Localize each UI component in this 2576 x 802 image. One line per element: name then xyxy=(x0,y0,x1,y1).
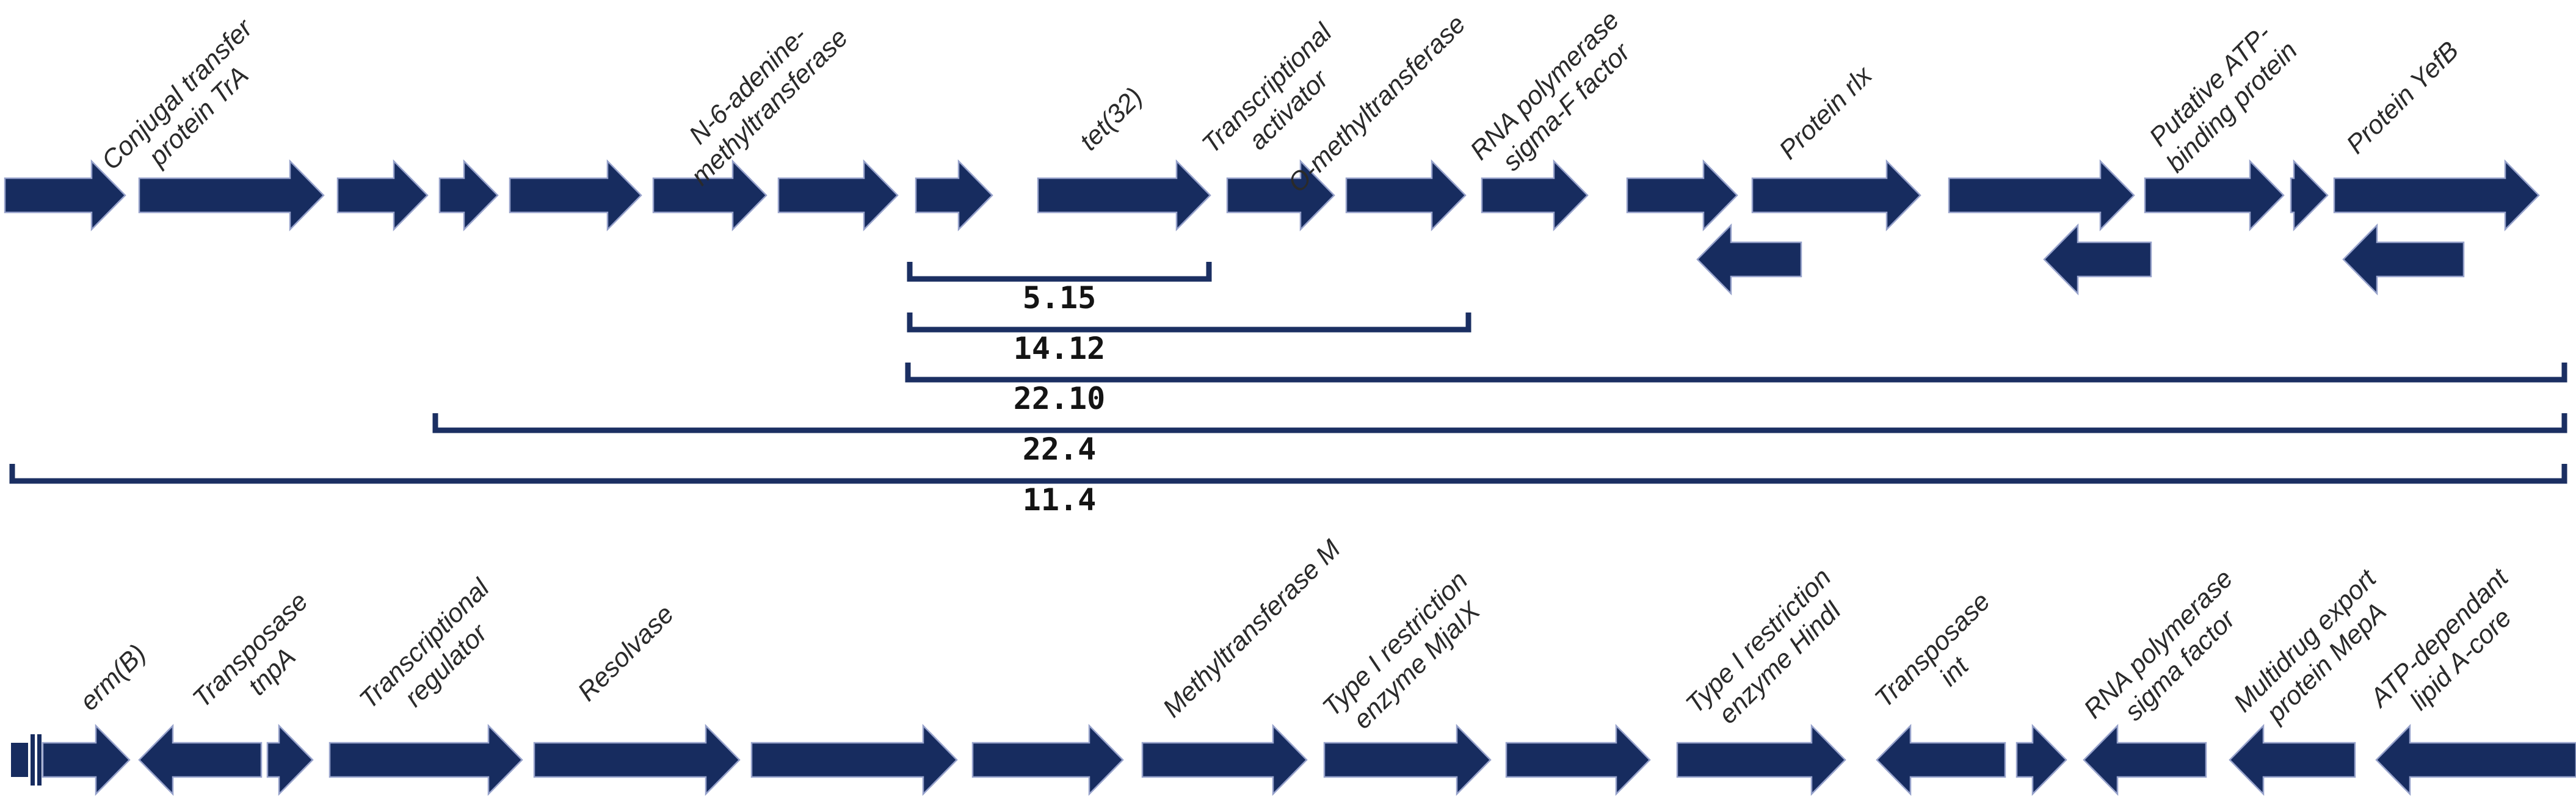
label-atp-dependant: ATP-dependantlipid A-core xyxy=(2364,562,2537,735)
label-conjugal-transfer-tra: Conjugal transferprotein TrA xyxy=(96,13,280,197)
gene-arrow-orf-15 xyxy=(1948,159,2135,232)
gene-arrow-tet-32 xyxy=(1037,159,1211,232)
gene-arrow-orf-b6 xyxy=(750,723,958,797)
label-transposase-tnpa: TransposasetnpA xyxy=(187,587,335,735)
gene-arrow-transposase-int xyxy=(1876,723,2006,797)
label-protein-rlx-text: Protein rlx xyxy=(1774,60,1879,165)
label-atp-dependant-text: ATP-dependantlipid A-core xyxy=(2364,562,2537,735)
gene-arrow-resolvase xyxy=(533,723,741,797)
gene-arrow-transposase-tnpa xyxy=(138,723,263,797)
label-putative-atp-binding-text: Putative ATP-binding protein xyxy=(2139,14,2303,178)
fragment-bracket-22.4 xyxy=(432,413,2567,433)
erm-b-stub xyxy=(11,743,28,777)
label-rna-pol-sigma-f: RNA polymerasesigma-F factor xyxy=(1465,5,1647,187)
label-transposase-int-text: Transposaseint xyxy=(1869,587,2017,735)
label-type-i-hindi-text: Type I restrictionenzyme HindI xyxy=(1680,563,1859,741)
gene-arrow-conjugal-transfer-protein-tra xyxy=(138,159,325,232)
gene-arrow-reverse-orf-2 xyxy=(2043,223,2152,296)
label-protein-yefb-text: Protein YefB xyxy=(2341,36,2464,159)
gene-arrow-type-i-restriction-hindi xyxy=(1676,723,1846,797)
gene-arrow-reverse-orf-3 xyxy=(2342,223,2465,296)
label-tet32-text: tet(32) xyxy=(1074,82,1148,156)
fragment-size-label-22.10: 22.10 xyxy=(1014,381,1106,416)
label-rna-pol-sigma-text: RNA polymerasesigma factor xyxy=(2078,564,2260,746)
gene-arrow-methyltransferase-m xyxy=(1141,723,1308,797)
gene-arrow-orf-8 xyxy=(915,159,993,232)
label-multidrug-mepa-text: Multidrug exportprotein MepA xyxy=(2228,563,2404,740)
gene-arrow-n6-adenine-methyltransferase xyxy=(652,159,767,232)
gene-arrow-reverse-orf-1 xyxy=(1696,223,1802,296)
gene-arrow-o-methyltransferase xyxy=(1345,159,1467,232)
gene-arrow-protein-yefb xyxy=(2333,159,2540,232)
label-type-i-mjaix-text: Type I restrictionenzyme MjaIX xyxy=(1317,566,1495,744)
gene-arrow-orf-5 xyxy=(509,159,642,232)
gene-labels-layer: Conjugal transferprotein TrA N-6-adenine-… xyxy=(74,1,2537,746)
gene-arrow-transcriptional-regulator xyxy=(328,723,523,797)
fragment-size-label-14.12: 14.12 xyxy=(1014,331,1106,366)
gene-arrows-layer xyxy=(4,159,2576,797)
fragment-size-label-22.4: 22.4 xyxy=(1023,432,1096,467)
fragment-bracket-22.10 xyxy=(905,363,2567,383)
label-rna-pol-sigma: RNA polymerasesigma factor xyxy=(2078,564,2260,746)
gene-arrow-type-i-restriction-mjaix xyxy=(1323,723,1492,797)
gene-arrow-orf-13 xyxy=(1626,159,1738,232)
label-transposase-int: Transposaseint xyxy=(1869,587,2017,735)
label-erm-b-text: erm(B) xyxy=(74,639,152,717)
gene-arrow-orf-4 xyxy=(438,159,499,232)
label-transposase-tnpa-text: TransposasetnpA xyxy=(187,587,335,735)
gene-arrow-orf-b10 xyxy=(1505,723,1651,797)
gene-arrow-orf-7 xyxy=(777,159,899,232)
gene-arrow-erm-b xyxy=(42,723,131,797)
label-conjugal-transfer-tra-text: Conjugal transferprotein TrA xyxy=(96,13,280,197)
gene-arrow-rna-polymerase-sigma-f-factor xyxy=(1481,159,1589,232)
double-bar-marker-1 xyxy=(31,734,35,786)
label-methyltransferase-m-text: Methyltransferase M xyxy=(1157,534,1346,723)
gene-arrow-protein-rlx xyxy=(1751,159,1921,232)
gene-markers-layer xyxy=(11,734,42,786)
label-protein-rlx: Protein rlx xyxy=(1774,60,1879,165)
label-transcriptional-regulator: Transcriptionalregulator xyxy=(354,573,517,736)
label-n6-adenine: N-6-adenine-methyltransferase xyxy=(664,1,854,191)
gene-arrow-orf-b13 xyxy=(2015,723,2067,797)
gene-arrow-multidrug-export-mepa xyxy=(2229,723,2356,797)
label-protein-yefb: Protein YefB xyxy=(2341,36,2464,159)
gene-arrow-transcriptional-activator xyxy=(1226,159,1335,232)
fragment-brackets-layer: 5.15 14.12 22.10 22.4 11.4 xyxy=(9,262,2567,518)
double-bar-marker-2 xyxy=(37,734,42,786)
label-type-i-mjaix: Type I restrictionenzyme MjaIX xyxy=(1317,566,1495,744)
fragment-bracket-5.15 xyxy=(907,262,1212,282)
fragment-bracket-14.12 xyxy=(907,312,1471,333)
fragment-bracket-11.4 xyxy=(9,464,2567,484)
label-transcriptional-regulator-text: Transcriptionalregulator xyxy=(354,573,517,736)
gene-arrow-atp-dependant-lipid-a-core xyxy=(2375,723,2576,797)
label-putative-atp-binding: Putative ATP-binding protein xyxy=(2139,14,2303,178)
label-resolvase: Resolvase xyxy=(572,599,680,707)
gene-arrow-putative-atp-binding-protein xyxy=(2144,159,2285,232)
label-resolvase-text: Resolvase xyxy=(572,599,680,707)
gene-arrow-orf-17 xyxy=(2290,159,2329,232)
label-multidrug-mepa: Multidrug exportprotein MepA xyxy=(2228,563,2404,740)
gene-arrow-orf-b7 xyxy=(971,723,1124,797)
fragment-size-label-11.4: 11.4 xyxy=(1023,482,1096,518)
gene-arrow-orf-1 xyxy=(4,159,126,232)
fragment-size-label-5.15: 5.15 xyxy=(1023,280,1096,316)
gene-arrow-orf-b3 xyxy=(266,723,314,797)
label-rna-pol-sigma-f-text: RNA polymerasesigma-F factor xyxy=(1465,5,1647,187)
label-tet32: tet(32) xyxy=(1074,82,1148,156)
label-methyltransferase-m: Methyltransferase M xyxy=(1157,534,1346,723)
gene-arrow-rna-polymerase-sigma-factor xyxy=(2083,723,2207,797)
label-type-i-hindi: Type I restrictionenzyme HindI xyxy=(1680,563,1859,741)
label-erm-b: erm(B) xyxy=(74,639,152,717)
gene-arrow-orf-3 xyxy=(336,159,429,232)
label-n6-adenine-text: N-6-adenine-methyltransferase xyxy=(664,1,854,191)
